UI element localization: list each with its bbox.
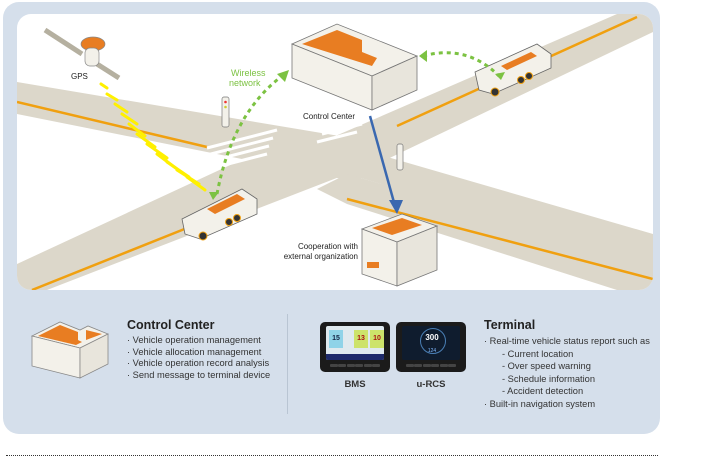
vehicle-icon	[181, 188, 258, 241]
urcs-sub-value: 124	[427, 348, 437, 354]
wireless-label-line2: network	[229, 78, 261, 88]
urcs-label: u-RCS	[416, 379, 446, 390]
urcs-speed: 300	[425, 333, 439, 342]
feature-subitem: - Current location	[502, 348, 574, 359]
road-main-diagonal	[17, 134, 653, 290]
terminal-title: Terminal	[484, 318, 536, 332]
cooperation-label-line2: external organization	[283, 252, 358, 261]
control-center-title: Control Center	[127, 318, 215, 332]
road-line	[17, 100, 208, 149]
feature-item: · Vehicle operation record analysis	[127, 358, 270, 368]
system-diagram-scene: GPS Wireless network Control Center Coop…	[17, 14, 653, 290]
arrow-head	[209, 192, 219, 200]
feature-item: · Built-in navigation system	[484, 398, 596, 409]
arrow-head	[495, 72, 505, 80]
wireless-label-line1: Wireless	[231, 68, 266, 78]
urcs-device: 300 124	[396, 322, 466, 372]
wireless-arrow	[422, 51, 501, 78]
gps-label: GPS	[71, 72, 88, 81]
device-buttons	[330, 364, 380, 368]
bms-label: BMS	[344, 379, 366, 390]
arrow-head	[389, 200, 403, 214]
dotted-separator	[6, 455, 658, 456]
scene-illustration	[17, 14, 653, 290]
diagram-panel: GPS Wireless network Control Center Coop…	[3, 2, 660, 434]
cooperation-label-line1: Cooperation with	[297, 242, 358, 251]
control-center-label: Control Center	[303, 112, 356, 121]
control-center-building-icon	[30, 321, 109, 379]
legend-section: Control Center · Vehicle operation manag…	[6, 292, 663, 436]
road-line	[346, 197, 653, 281]
traffic-light-icon	[396, 143, 404, 171]
link-arrow	[368, 115, 397, 207]
control-center-building-icon	[290, 23, 419, 111]
bms-screen: 15 13 10	[326, 326, 384, 360]
bms-device: 15 13 10	[320, 322, 390, 372]
bms-value: 13	[354, 330, 368, 348]
gps-satellite-icon	[43, 27, 121, 81]
feature-subitem: - Schedule information	[502, 373, 596, 384]
wireless-arrow	[215, 74, 283, 195]
feature-subitem: - Accident detection	[502, 386, 584, 397]
feature-item: · Real-time vehicle status report such a…	[484, 336, 650, 346]
control-center-features: · Vehicle operation management · Vehicle…	[127, 335, 270, 381]
arrow-head	[419, 50, 427, 62]
feature-item: · Vehicle operation management	[127, 335, 261, 345]
external-organization-building-icon	[360, 213, 439, 287]
bms-value: 15	[329, 330, 343, 348]
device-buttons	[406, 364, 456, 368]
crosswalk	[196, 122, 363, 174]
gps-signal-waves	[99, 82, 207, 192]
terminal-features: · Real-time vehicle status report such a…	[484, 335, 650, 411]
road-line	[31, 222, 198, 290]
divider	[287, 314, 288, 414]
urcs-screen: 300 124	[402, 326, 460, 360]
vehicle-icon	[474, 43, 552, 97]
bms-value: 10	[370, 330, 384, 348]
feature-item: · Send message to terminal device	[127, 369, 271, 380]
feature-subitem: - Over speed warning	[502, 361, 591, 372]
traffic-light-icon	[221, 96, 230, 128]
feature-item: · Vehicle allocation management	[127, 346, 262, 357]
arrow-head	[277, 70, 289, 82]
